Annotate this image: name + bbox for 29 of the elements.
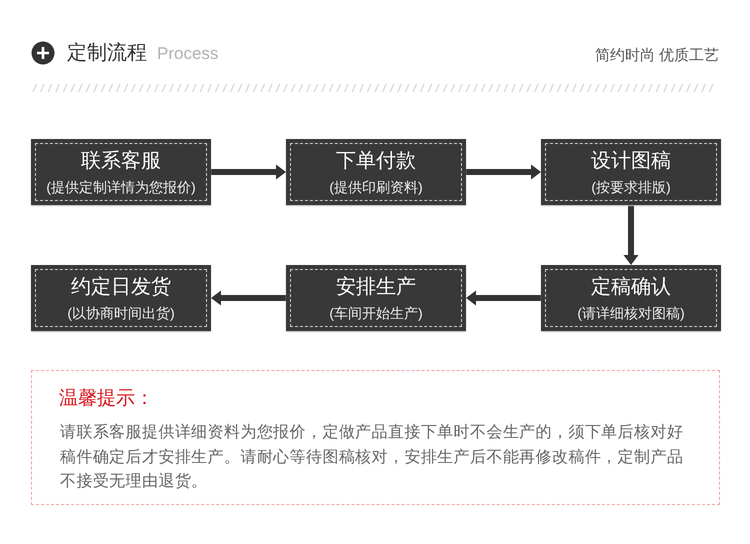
arrow <box>466 290 541 306</box>
arrow <box>624 205 638 265</box>
step-title: 约定日发货 <box>71 275 171 300</box>
arrow <box>211 164 286 180</box>
section-title: 定制流程 <box>67 41 147 66</box>
arrow <box>211 290 286 306</box>
step-box <box>31 265 211 331</box>
step-title: 设计图稿 <box>591 149 671 174</box>
step-note: (以协商时间出货) <box>67 304 175 322</box>
arrow <box>466 164 541 180</box>
step-title: 联系客服 <box>81 149 161 174</box>
step-note: (按要求排版) <box>591 178 671 196</box>
step-note: (提供印刷资料) <box>329 178 423 196</box>
notice-heading: 温馨提示： <box>59 387 154 411</box>
step-box <box>541 265 721 331</box>
step-box <box>286 265 466 331</box>
notice-box <box>31 370 720 505</box>
step-title: 定稿确认 <box>591 275 671 300</box>
notice-text: 请联系客服提供详细资料为您报价，定做产品直接下单时不会生产的，须下单后核对好稿件确定后才安排生产。请耐心等待图稿核对，安排生产后不能再修改稿件，定制产品不接受无理由退货。 <box>60 422 684 492</box>
step-note: (提供定制详情为您报价) <box>46 178 196 196</box>
step-note: (请详细核对图稿) <box>577 304 685 322</box>
step-note: (车间开始生产) <box>329 304 423 322</box>
step-title: 安排生产 <box>336 275 416 300</box>
step-title: 下单付款 <box>336 149 416 174</box>
step-box <box>541 139 721 205</box>
step-box <box>286 139 466 205</box>
step-box <box>31 139 211 205</box>
slogan: 简约时尚 优质工艺 <box>594 46 719 66</box>
section-subtitle: Process <box>157 43 218 65</box>
